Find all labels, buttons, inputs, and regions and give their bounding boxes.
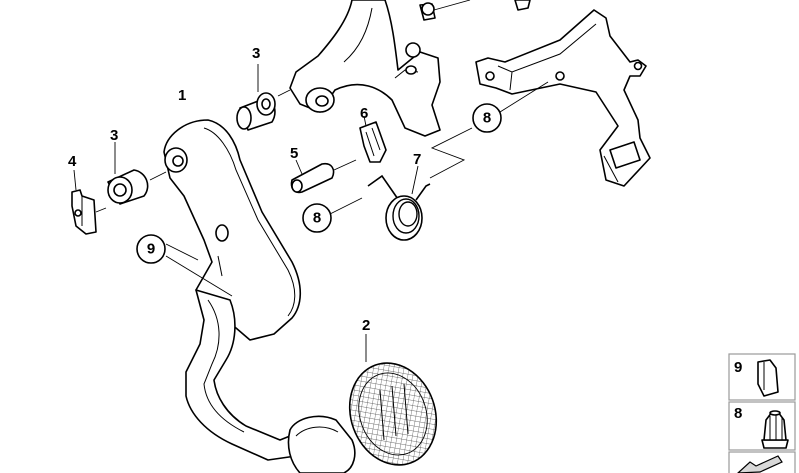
callout-8-lower: 8 (302, 203, 332, 233)
callout-leaders (165, 81, 549, 297)
part-label-1: 1 (178, 87, 186, 104)
legend-clip-icon (757, 359, 779, 397)
part-label-6: 6 (360, 105, 368, 122)
return-spring (367, 165, 431, 241)
pedal-pad-cover (348, 334, 438, 466)
retaining-clip (71, 169, 107, 235)
part-label-3-upper: 3 (252, 45, 260, 62)
callout-8-upper: 8 (472, 103, 502, 133)
part-label-5: 5 (290, 145, 298, 162)
spring-clip (359, 115, 387, 163)
legend-item-9-label: 9 (734, 359, 742, 376)
part-label-4: 4 (68, 153, 77, 170)
switch-bracket (475, 9, 651, 187)
bushing-lower (107, 142, 167, 205)
clutch-pedal-arm (163, 119, 356, 473)
part-label-7: 7 (413, 151, 421, 168)
callout-9: 9 (136, 234, 166, 264)
pedal-pin (290, 159, 357, 194)
bushing-upper (236, 64, 291, 131)
part-label-2: 2 (362, 317, 370, 334)
legend-item-8-label: 8 (734, 405, 742, 422)
legend-arrow-icon (737, 455, 783, 473)
pedal-bracket-lever (289, 0, 531, 137)
part-label-3-lower: 3 (110, 127, 118, 144)
callout-8-upper-label: 8 (483, 110, 491, 127)
legend-nut-icon (761, 410, 789, 449)
callout-8-lower-label: 8 (313, 210, 321, 227)
callout-9-label: 9 (147, 241, 155, 258)
legend-panel: 9 8 (728, 353, 796, 473)
